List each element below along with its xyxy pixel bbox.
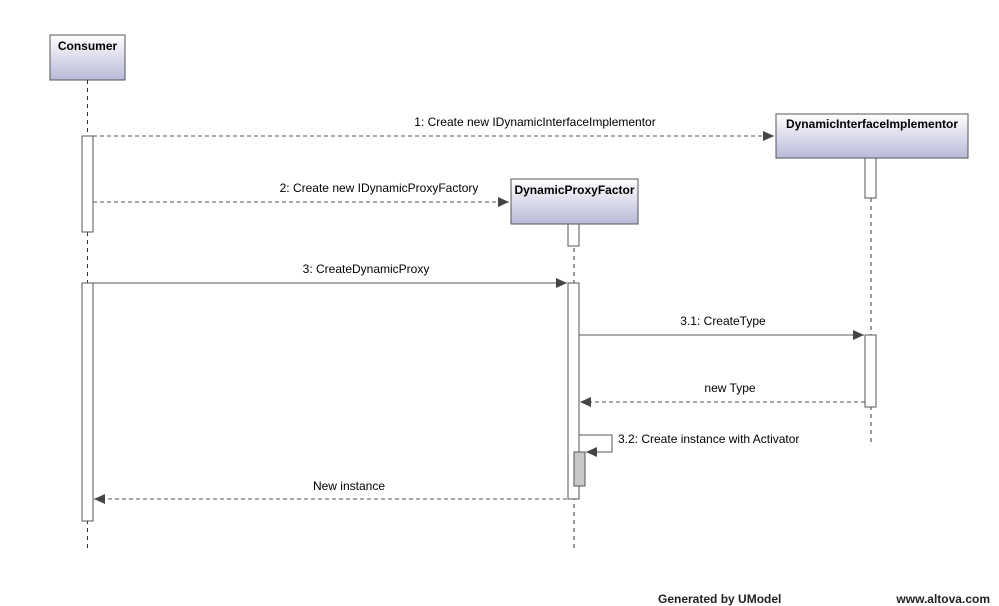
lifeline-label-dii: DynamicInterfaceImplementor — [786, 117, 958, 131]
footer-generated-by: Generated by UModel — [658, 592, 781, 606]
activation-bar-dii-2 — [864, 334, 877, 408]
message-return-new-instance: New instance — [94, 479, 567, 504]
message-label-1: 1: Create new IDynamicInterfaceImplement… — [414, 115, 655, 129]
lifeline-dynamic-proxy-factor: DynamicProxyFactor — [510, 178, 639, 549]
lifeline-header-dpf — [510, 178, 639, 225]
activation-bar-consumer-1 — [81, 135, 94, 233]
lifeline-header-dii — [775, 113, 969, 159]
message-return-new-type: new Type — [580, 381, 865, 407]
message-label-return-new-instance: New instance — [313, 479, 385, 493]
message-label-3-1: 3.1: CreateType — [680, 314, 766, 328]
message-2: 2: Create new IDynamicProxyFactory — [93, 181, 509, 207]
message-arrow-3-2 — [579, 434, 613, 457]
lifeline-label-consumer: Consumer — [58, 39, 118, 53]
message-label-3-2: 3.2: Create instance with Activator — [618, 432, 799, 446]
message-label-return-new-type: new Type — [704, 381, 755, 395]
activation-bar-dii-1 — [864, 157, 877, 199]
message-3-1: 3.1: CreateType — [579, 314, 864, 340]
activation-bar-dpf-self — [573, 451, 586, 487]
message-3-2: 3.2: Create instance with Activator — [579, 432, 799, 457]
message-3: 3: CreateDynamicProxy — [93, 262, 567, 288]
message-1: 1: Create new IDynamicInterfaceImplement… — [93, 115, 774, 141]
lifeline-dynamic-interface-implementor: DynamicInterfaceImplementor — [775, 113, 969, 444]
message-label-2: 2: Create new IDynamicProxyFactory — [280, 181, 479, 195]
message-label-3: 3: CreateDynamicProxy — [303, 262, 430, 276]
footer-website: www.altova.com — [895, 592, 990, 606]
lifeline-consumer: Consumer — [49, 34, 126, 548]
lifeline-header-consumer — [49, 34, 126, 81]
activation-bar-dpf-2 — [567, 282, 580, 500]
lifeline-label-dpf: DynamicProxyFactor — [514, 183, 634, 197]
activation-bar-consumer-2 — [81, 282, 94, 522]
activation-bar-dpf-1 — [567, 223, 580, 247]
